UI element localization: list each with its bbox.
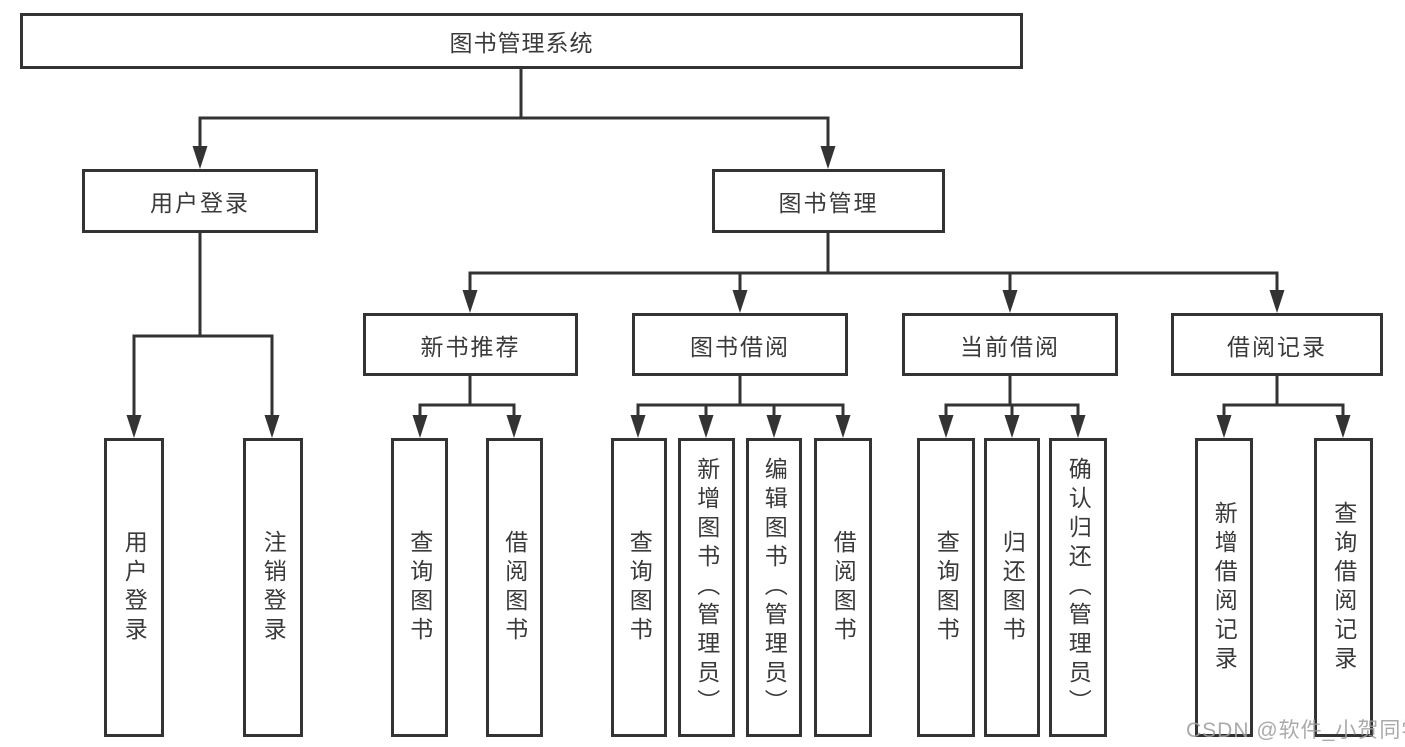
leaf-confirm-return-admin: 确认归还（管理员）: [1049, 438, 1107, 737]
leaf-add-book-admin: 新增图书（管理员）: [678, 438, 735, 737]
arrowhead: [1070, 415, 1086, 438]
leaf-label: 查询图书: [933, 529, 960, 646]
node-new-book-recommendation: 新书推荐: [363, 313, 578, 376]
arrowhead: [412, 415, 428, 438]
arrowhead: [1216, 415, 1232, 438]
watermark: CSDN @软件_小贺同学: [1186, 719, 1405, 742]
leaf-query-books-3: 查询图书: [917, 438, 975, 737]
leaf-edit-book-admin: 编辑图书（管理员）: [746, 438, 802, 737]
leaf-label: 查询借阅记录: [1330, 500, 1357, 675]
node-current-borrowing: 当前借阅: [902, 313, 1118, 376]
leaf-label: 借阅图书: [830, 529, 857, 646]
leaf-label: 查询图书: [626, 529, 653, 646]
arrowhead: [1004, 415, 1020, 438]
leaf-label: 归还图书: [999, 529, 1026, 646]
leaf-label: 确认归还（管理员）: [1065, 457, 1092, 718]
leaf-query-books-1: 查询图书: [391, 438, 448, 737]
leaf-label: 注销登录: [260, 529, 287, 646]
arrowhead: [732, 290, 748, 313]
arrowhead: [1269, 290, 1285, 313]
leaf-label: 编辑图书（管理员）: [761, 457, 788, 718]
arrowhead: [938, 415, 954, 438]
node-user-login: 用户登录: [82, 169, 318, 233]
leaf-label: 用户登录: [121, 529, 148, 646]
arrowhead: [264, 415, 280, 438]
leaf-add-borrow-record: 新增借阅记录: [1195, 438, 1253, 737]
node-book-borrowing: 图书借阅: [632, 313, 848, 376]
leaf-query-books-2: 查询图书: [611, 438, 667, 737]
arrowhead: [1335, 415, 1351, 438]
leaf-label: 新增图书（管理员）: [693, 457, 720, 718]
arrowhead: [1002, 290, 1018, 313]
arrowhead: [630, 415, 646, 438]
leaf-label: 新增借阅记录: [1211, 500, 1238, 675]
leaf-return-book: 归还图书: [984, 438, 1040, 737]
arrowhead: [506, 415, 522, 438]
node-book-management: 图书管理: [712, 169, 945, 233]
arrowhead: [835, 415, 851, 438]
leaf-borrow-books-1: 借阅图书: [486, 438, 543, 737]
leaf-label: 查询图书: [406, 529, 433, 646]
leaf-logout: 注销登录: [243, 438, 303, 737]
arrowhead: [462, 290, 478, 313]
arrowhead: [766, 415, 782, 438]
leaf-user-login: 用户登录: [104, 438, 164, 737]
arrowhead: [698, 415, 714, 438]
node-borrowing-records: 借阅记录: [1171, 313, 1383, 376]
arrowhead: [192, 146, 208, 169]
leaf-query-borrow-record: 查询借阅记录: [1314, 438, 1373, 737]
leaf-label: 借阅图书: [501, 529, 528, 646]
arrowhead: [126, 415, 142, 438]
arrowhead: [820, 146, 836, 169]
leaf-borrow-books-2: 借阅图书: [814, 438, 872, 737]
node-library-management-system: 图书管理系统: [20, 13, 1023, 69]
